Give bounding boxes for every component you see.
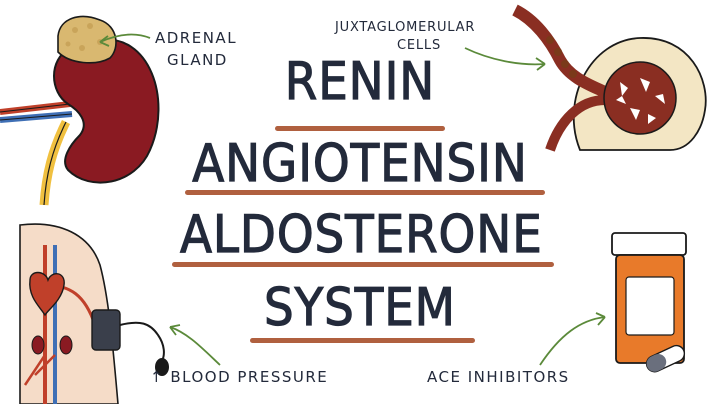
title-line-angiotensin: ANGIOTENSIN [192,133,528,194]
body-circulation-illustration [19,223,221,404]
title-underline-4 [250,338,475,343]
title-underline-1 [275,126,445,131]
kidney-illustration [0,15,160,206]
title-underline-3 [172,262,554,267]
title-line-renin: RENIN [284,51,436,112]
label-adrenal-line1: ADRENAL [155,29,238,47]
title-line-aldosterone: ALDOSTERONE [179,204,543,265]
label-juxta-line1: JUXTAGLOMERULAR [335,20,476,35]
label-ace-inhibitors: ACE INHIBITORS [427,368,570,386]
label-blood-pressure: ↑ BLOOD PRESSURE [150,368,329,386]
title-line-system: SYSTEM [263,277,456,338]
title-underline-2 [185,190,545,195]
pill-bottle-illustration [539,232,687,373]
label-juxta-line2: CELLS [397,38,442,53]
label-adrenal-line2: GLAND [167,51,228,69]
glomerulus-illustration [464,4,707,152]
